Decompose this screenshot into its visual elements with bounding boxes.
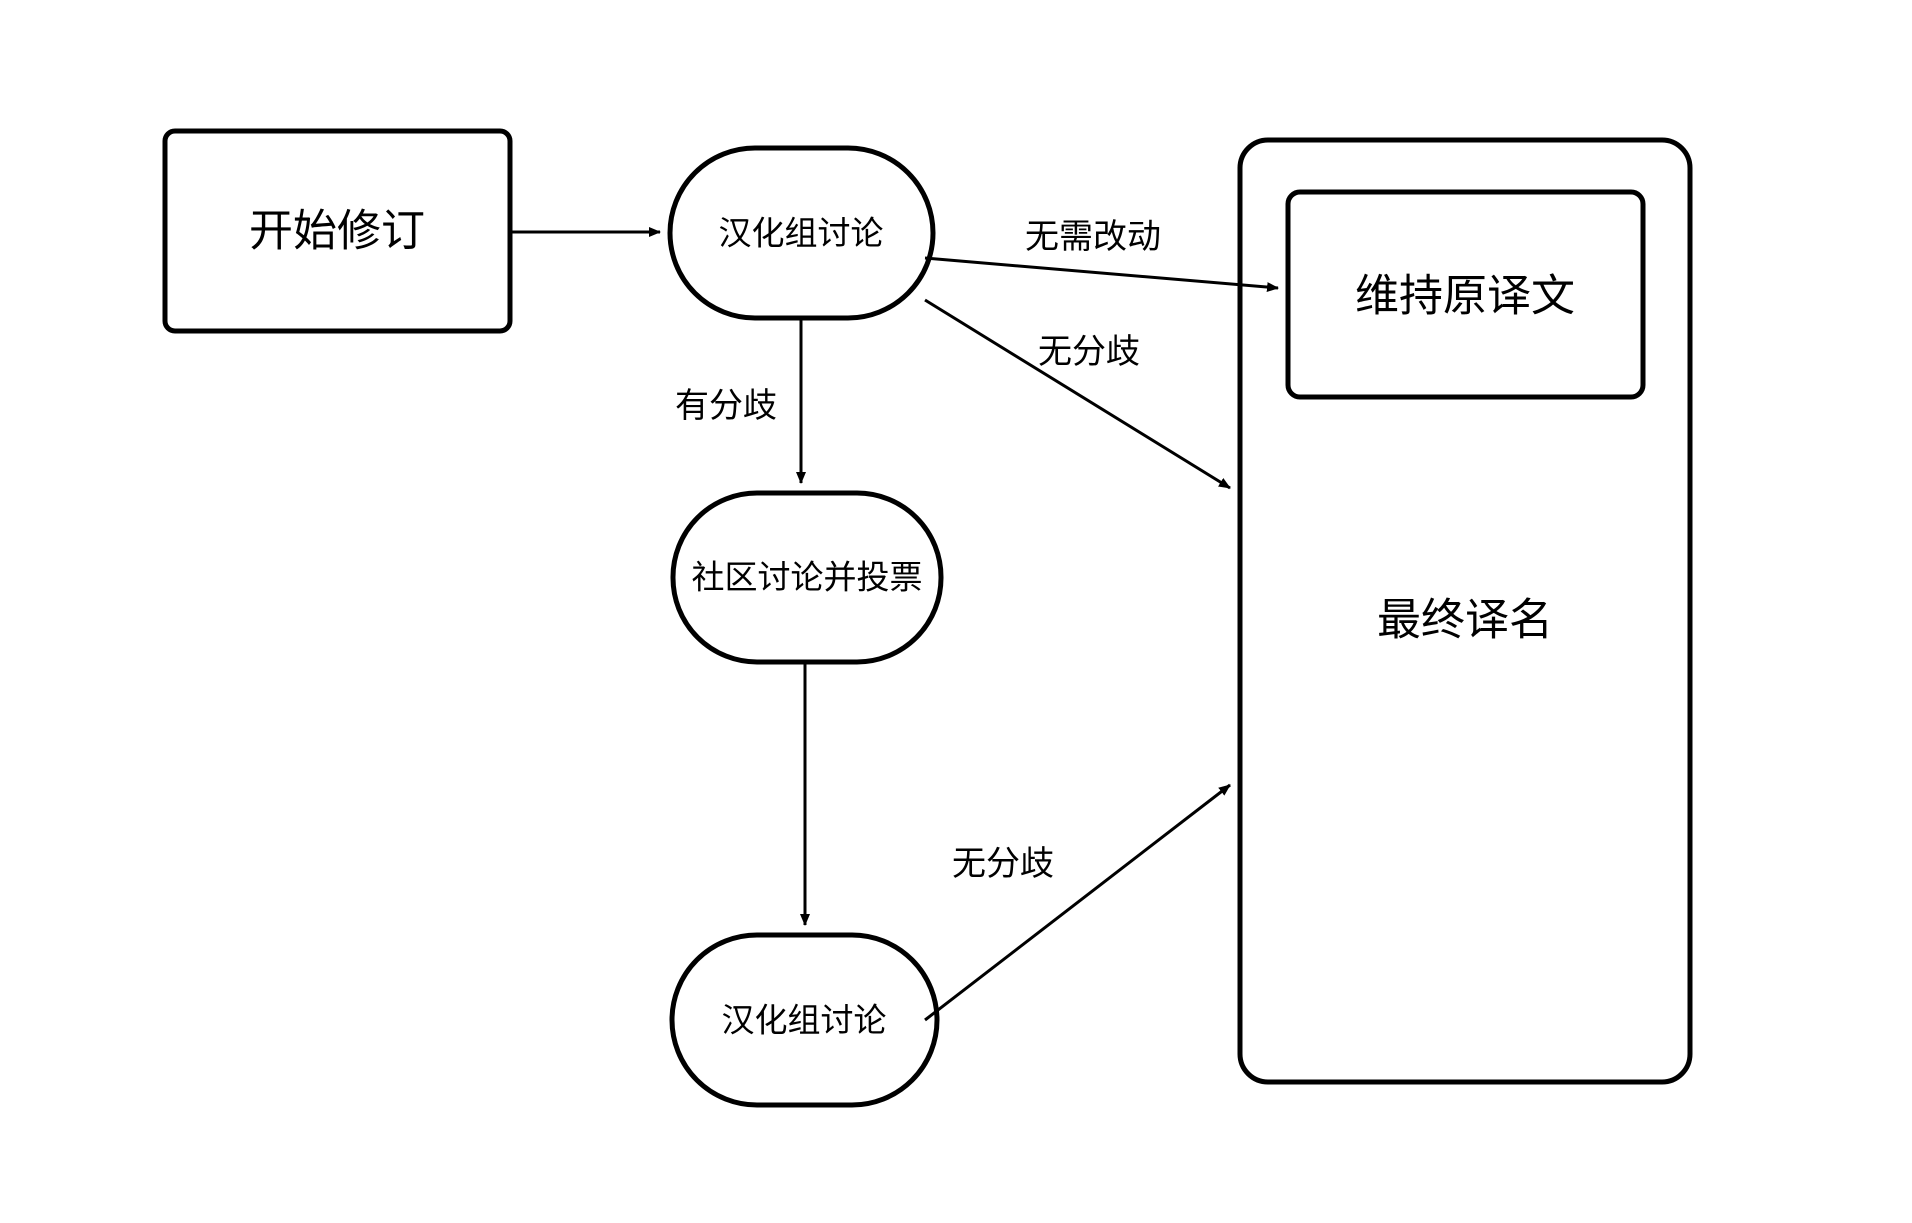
edge-group1-to-final-line — [924, 298, 1231, 490]
node-group-discussion-bottom[interactable]: 汉化组讨论 — [669, 932, 940, 1108]
edge-label-no-dispute-bottom: 无分歧 — [952, 844, 1054, 884]
community-vote-label: 社区讨论并投票 — [692, 558, 923, 597]
edge-label-no-dispute-top: 无分歧 — [1038, 332, 1140, 372]
edge-label-no-dispute-bottom-line — [924, 783, 1231, 1022]
final-container-label: 最终译名 — [1377, 595, 1553, 646]
group-discussion-bottom-shape — [669, 932, 940, 1108]
node-keep-translation[interactable]: 维持原译文 — [1285, 189, 1646, 400]
edge-label-has-dispute: 有分歧 — [675, 386, 777, 426]
edge-group1-to-final: 无分歧 — [924, 298, 1231, 490]
edge-group1-to-community: 有分歧 — [675, 318, 806, 484]
start-revision-label: 开始修订 — [249, 206, 425, 257]
keep-translation-label: 维持原译文 — [1355, 271, 1575, 322]
edge-group2-to-final: 无分歧 — [924, 783, 1231, 1022]
keep-translation-shape — [1285, 189, 1646, 400]
node-group-discussion-top[interactable]: 汉化组讨论 — [667, 145, 936, 321]
node-community-vote[interactable]: 社区讨论并投票 — [670, 490, 944, 665]
community-vote-shape — [670, 490, 944, 665]
edge-group1-to-keep: 无需改动 — [924, 217, 1279, 293]
group-discussion-bottom-label: 汉化组讨论 — [722, 1001, 887, 1040]
edge-group1-to-keep-line — [924, 256, 1279, 293]
edge-label-no-change: 无需改动 — [1025, 217, 1161, 257]
node-start-revision[interactable]: 开始修订 — [162, 128, 513, 334]
group-discussion-top-label: 汉化组讨论 — [719, 214, 884, 253]
